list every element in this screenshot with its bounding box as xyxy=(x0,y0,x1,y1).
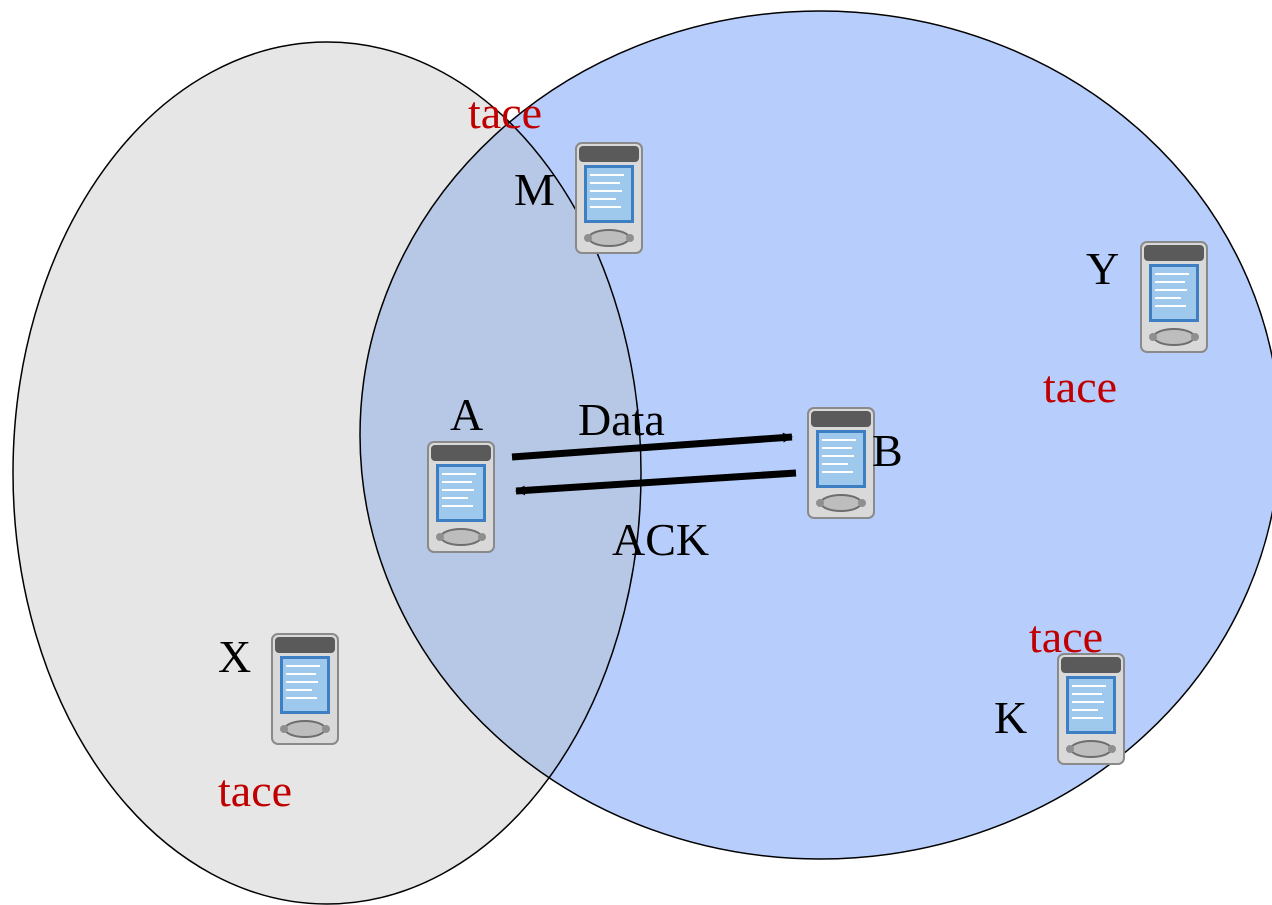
node-m-tace-label: tace xyxy=(468,87,542,138)
pda-device-icon xyxy=(1140,241,1208,353)
node-x-label: X xyxy=(218,631,251,682)
ack-arrow-label: ACK xyxy=(612,514,709,565)
pda-device-icon xyxy=(271,633,339,745)
ack-arrow xyxy=(515,469,797,496)
pda-device-icon xyxy=(575,142,643,254)
pda-device-icon xyxy=(1057,653,1125,765)
right-coverage-outline xyxy=(359,10,1272,860)
node-x-tace-label: tace xyxy=(218,765,292,816)
data-arrow-label: Data xyxy=(578,394,665,445)
pda-device-icon xyxy=(427,441,495,553)
node-a-label: A xyxy=(450,389,483,440)
pda-device-icon xyxy=(807,407,875,519)
node-k-label: K xyxy=(994,692,1027,743)
data-arrow xyxy=(511,432,793,461)
node-b-label: B xyxy=(872,425,903,476)
node-k-tace-label: tace xyxy=(1029,611,1103,662)
node-m-label: M xyxy=(514,164,555,215)
node-y-tace-label: tace xyxy=(1043,361,1117,412)
left-coverage-outline xyxy=(12,41,642,905)
node-y-label: Y xyxy=(1086,243,1119,294)
